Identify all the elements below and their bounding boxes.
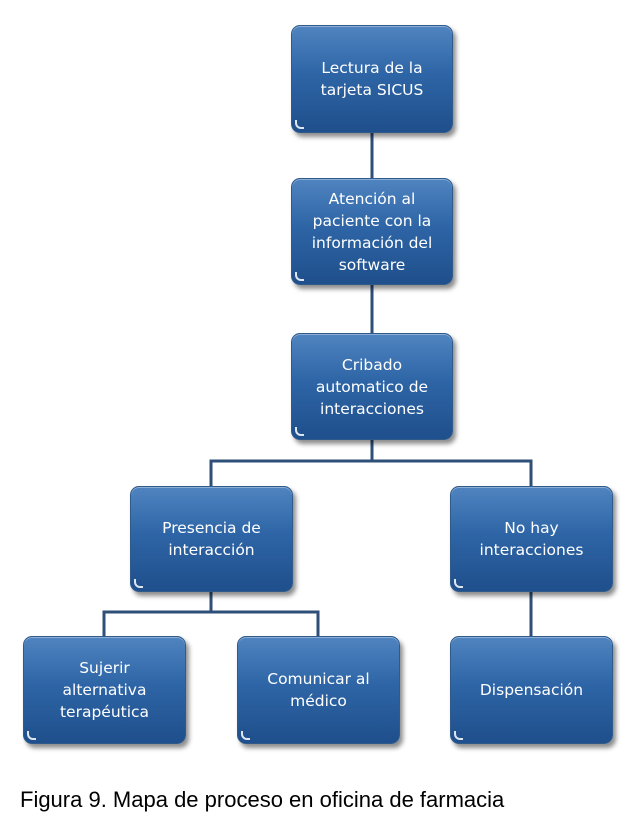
- node-no-hay-interacciones: No hay interacciones: [450, 486, 613, 592]
- connector-presencia-comunicar: [211, 610, 320, 636]
- node-dispensacion-label: Dispensación: [479, 681, 584, 699]
- figure-caption: Figura 9. Mapa de proceso en oficina de …: [20, 787, 505, 812]
- corner-accent-icon: [27, 731, 36, 740]
- node-atencion-paciente: Atención al paciente con la información …: [291, 178, 453, 285]
- node-atencion-label: Atención al paciente con la información …: [311, 189, 433, 274]
- corner-accent-icon: [134, 579, 143, 588]
- node-dispensacion: Dispensación: [450, 636, 613, 744]
- connector-cribado-branches: [209, 440, 374, 486]
- node-no-hay-label: No hay interacciones: [479, 519, 584, 559]
- node-presencia-interaccion: Presencia de interacción: [130, 486, 293, 592]
- corner-accent-icon: [454, 579, 463, 588]
- corner-accent-icon: [295, 272, 304, 281]
- connector-cribado-no-hay: [372, 459, 533, 486]
- corner-accent-icon: [295, 427, 304, 436]
- corner-accent-icon: [454, 731, 463, 740]
- node-sujerir-label: Sujerir alternativa terapéutica: [59, 659, 150, 721]
- node-sujerir-alternativa: Sujerir alternativa terapéutica: [23, 636, 186, 744]
- corner-accent-icon: [295, 120, 304, 129]
- node-comunicar-medico: Comunicar al médico: [237, 636, 400, 744]
- node-lectura-tarjeta: Lectura de la tarjeta SICUS: [291, 25, 453, 133]
- node-comunicar-label: Comunicar al médico: [267, 670, 370, 710]
- node-cribado: Cribado automatico de interacciones: [291, 333, 453, 440]
- connector-presencia-branches: [102, 592, 213, 636]
- node-cribado-label: Cribado automatico de interacciones: [315, 355, 429, 418]
- corner-accent-icon: [241, 731, 250, 740]
- node-presencia-label: Presencia de interacción: [162, 519, 261, 559]
- node-lectura-label: Lectura de la tarjeta SICUS: [320, 59, 424, 99]
